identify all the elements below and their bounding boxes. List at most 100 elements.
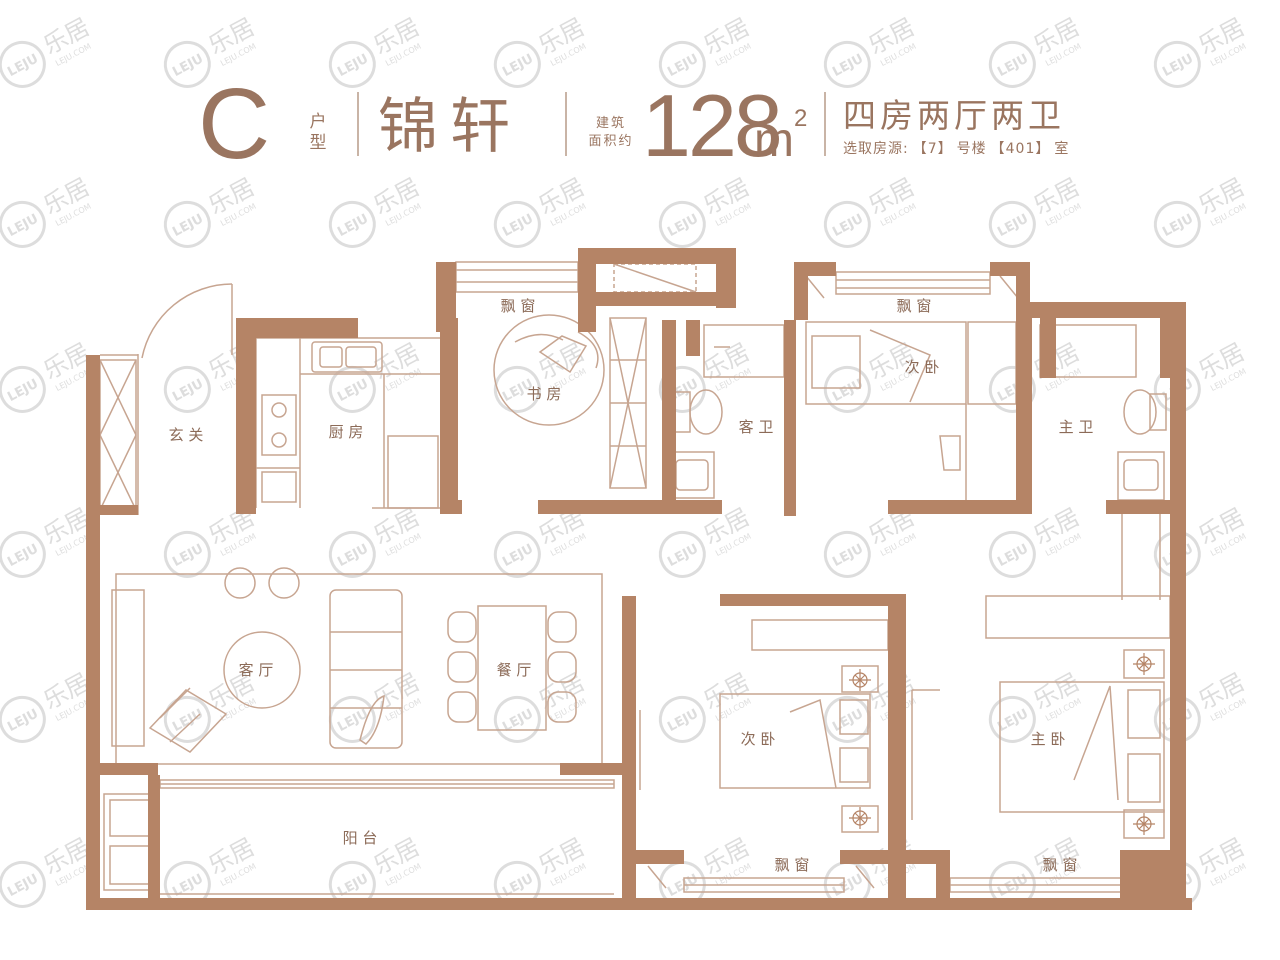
watermark-badge: LEJU	[830, 211, 866, 240]
watermark-badge: LEJU	[665, 211, 701, 240]
watermark-badge: LEJU	[335, 211, 371, 240]
watermark-badge: LEJU	[335, 871, 371, 900]
watermark-badge-ring	[493, 40, 541, 88]
watermark-badge-ring	[988, 200, 1036, 248]
label-kitchen: 厨 房	[329, 423, 364, 441]
watermark-badge-ring	[163, 40, 211, 88]
label-master-bedroom: 主 卧	[1031, 730, 1066, 748]
watermark-badge: LEJU	[170, 541, 206, 570]
watermark-badge: LEJU	[500, 211, 536, 240]
watermark-badge-ring	[823, 40, 871, 88]
watermark-badge-ring	[0, 695, 46, 743]
watermark-badge: LEJU	[170, 51, 206, 80]
watermark-badge-ring	[163, 365, 211, 413]
watermark-badge-ring	[658, 695, 706, 743]
ac-icon	[849, 669, 871, 691]
label-living-room: 客 厅	[239, 661, 274, 679]
unit-type-label: 户 型	[306, 112, 330, 154]
watermark-badge: LEJU	[170, 871, 206, 900]
watermark-badge: LEJU	[830, 706, 866, 735]
watermark-badge-ring	[0, 200, 46, 248]
watermark-badge-ring	[0, 530, 46, 578]
label-study: 书 房	[527, 385, 562, 403]
watermark-badge-ring	[163, 200, 211, 248]
label-second-bedroom-bottom: 次 卧	[741, 730, 776, 748]
watermark-badge-ring	[658, 200, 706, 248]
label-master-bath: 主 卫	[1059, 418, 1094, 436]
area-label-2: 面积约	[588, 134, 634, 149]
watermark-badge: LEJU	[995, 51, 1031, 80]
watermark-badge: LEJU	[335, 541, 371, 570]
unit-type-letter: C	[198, 68, 270, 180]
watermark-badge: LEJU	[5, 706, 41, 735]
area-label-1: 建筑	[595, 116, 626, 131]
source-building-label: 号楼	[956, 141, 987, 157]
label-balcony: 阳 台	[343, 829, 378, 847]
watermark-badge-ring	[1153, 530, 1201, 578]
label-bay-window-master: 飘 窗	[1043, 856, 1078, 874]
watermark-badge: LEJU	[5, 51, 41, 80]
watermark-badge-ring	[823, 365, 871, 413]
watermark-badge: LEJU	[665, 706, 701, 735]
watermark-badge: LEJU	[5, 541, 41, 570]
label-dining-room: 餐 厅	[497, 661, 532, 679]
ac-icon	[1133, 813, 1155, 835]
label-guest-bath: 客 卫	[739, 418, 774, 436]
watermark-badge: LEJU	[500, 541, 536, 570]
watermark-badge-ring	[658, 530, 706, 578]
label-second-bedroom-top: 次 卧	[905, 358, 940, 376]
label-bay-window-second-top: 飘 窗	[897, 297, 932, 315]
watermark-badge-ring	[823, 200, 871, 248]
watermark-badge-ring	[328, 365, 376, 413]
watermark-badge-ring	[988, 40, 1036, 88]
watermark-badge-ring	[658, 40, 706, 88]
source-building: 【7】	[912, 141, 953, 157]
watermark-badge: LEJU	[830, 51, 866, 80]
watermark-badge: LEJU	[665, 51, 701, 80]
watermark-badge-ring	[1153, 695, 1201, 743]
watermark-badge: LEJU	[995, 541, 1031, 570]
plan-walls	[86, 248, 1192, 910]
watermark-badge-ring	[0, 860, 46, 908]
watermark-badge: LEJU	[1160, 211, 1196, 240]
watermark-badge-ring	[0, 40, 46, 88]
watermark-badge: LEJU	[170, 211, 206, 240]
area-label: 建筑 面积约	[586, 115, 636, 151]
watermark-badge-ring	[328, 200, 376, 248]
ac-icon	[1133, 653, 1155, 675]
source-room: 【401】	[990, 141, 1051, 157]
watermark-badge-ring	[0, 365, 46, 413]
watermark-badge: LEJU	[335, 376, 371, 405]
watermark-badge: LEJU	[5, 211, 41, 240]
source-prefix: 选取房源:	[843, 141, 909, 157]
watermark-badge: LEJU	[5, 376, 41, 405]
unit-name: 锦轩	[378, 92, 522, 162]
unit-type-label-1: 户	[309, 112, 327, 132]
area-unit: m	[754, 114, 794, 167]
label-bay-window-second-bottom: 飘 窗	[775, 856, 810, 874]
watermark-badge: LEJU	[170, 376, 206, 405]
watermark-badge: LEJU	[5, 871, 41, 900]
watermark-badge: LEJU	[335, 51, 371, 80]
area-value: 128	[642, 76, 783, 175]
